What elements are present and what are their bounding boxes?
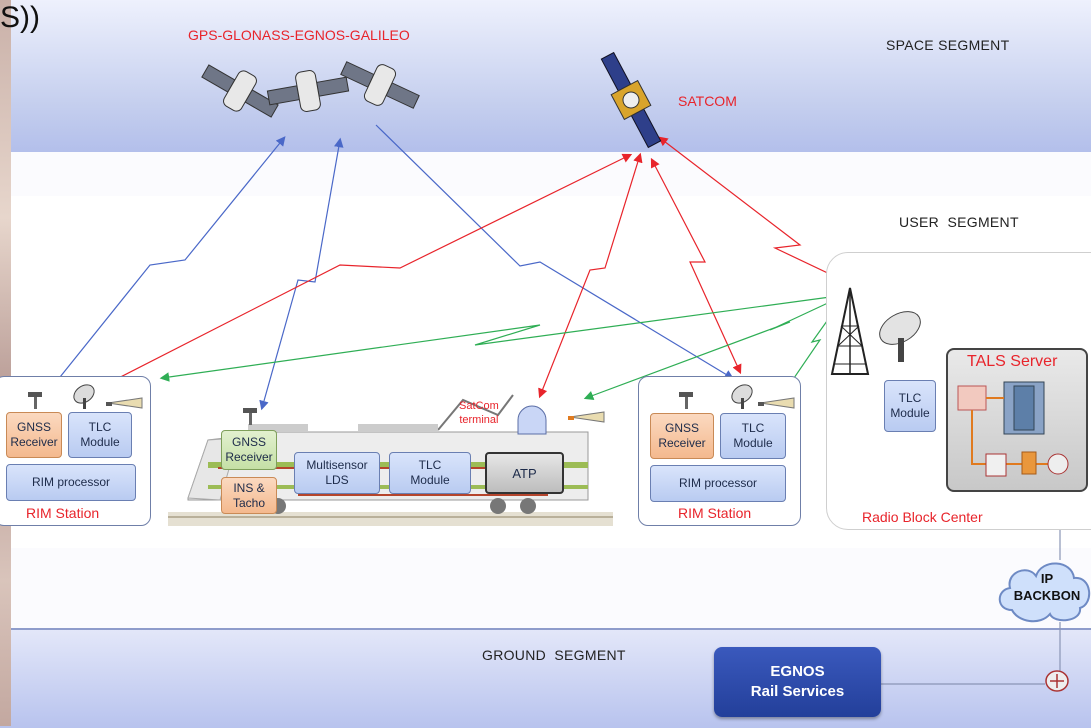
train-multisensor-lds: Multisensor LDS xyxy=(294,452,380,494)
ground-segment-band xyxy=(0,628,1091,728)
rim-left-title: RIM Station xyxy=(26,505,100,521)
ground-segment-title: GROUND SEGMENT xyxy=(482,647,626,663)
train-satcom-dome-icon xyxy=(517,405,547,435)
satcom-link-rim-left xyxy=(92,153,633,392)
gnss-satellites-icon xyxy=(201,61,420,118)
rim-right-radio-antenna-icon xyxy=(758,397,795,409)
rim-right-title: RIM Station xyxy=(678,505,752,521)
corner-text: S)) xyxy=(0,1,40,34)
rbc-tower-icon xyxy=(830,287,870,375)
rim-left-radio-antenna-icon xyxy=(106,397,143,409)
rim-right-gnss-antenna-icon xyxy=(679,392,693,409)
ip-backbone-label: IP BACKBON xyxy=(1013,571,1081,603)
left-photo-strip xyxy=(0,0,11,726)
gnss-link-train xyxy=(259,137,344,411)
rbc-dish-icon xyxy=(879,311,921,362)
space-segment-title: SPACE SEGMENT xyxy=(886,37,1010,53)
router-icon xyxy=(1045,670,1069,692)
train-atp: ATP xyxy=(485,452,564,494)
user-ground-gap-band xyxy=(0,548,1091,628)
rim-left-dish-icon xyxy=(73,384,95,409)
egnos-rail-services: EGNOS Rail Services xyxy=(714,647,881,717)
tals-server-icons xyxy=(957,381,1069,477)
train-satcom-terminal-label: SatCom terminal xyxy=(459,400,499,426)
rim-right-processor: RIM processor xyxy=(650,465,786,502)
rim-left-processor: RIM processor xyxy=(6,464,136,501)
ip-backbone-cloud-icon xyxy=(998,562,1090,623)
rim-left-gnss-receiver: GNSS Receiver xyxy=(6,412,62,458)
rim-left-tlc-module: TLC Module xyxy=(68,412,132,458)
constellation-label: GPS-GLONASS-EGNOS-GALILEO xyxy=(188,27,410,43)
rim-right-gnss-receiver: GNSS Receiver xyxy=(650,413,714,459)
rim-right-dish-icon xyxy=(731,384,753,409)
train-gnss-receiver: GNSS Receiver xyxy=(221,430,277,470)
rim-left-gnss-antenna-icon xyxy=(28,392,42,409)
satcom-label: SATCOM xyxy=(678,93,737,109)
rbc-title: Radio Block Center xyxy=(862,509,983,525)
train-gnss-antenna-icon xyxy=(243,408,257,425)
satcom-link-rim-right xyxy=(650,157,742,375)
satcom-link-train xyxy=(538,152,643,399)
tals-server-title: TALS Server xyxy=(967,353,1058,370)
radio-link-rim-left xyxy=(159,291,848,382)
train-ins-tacho: INS & Tacho xyxy=(221,477,277,514)
rbc-tlc-module: TLC Module xyxy=(884,380,936,432)
user-segment-title: USER SEGMENT xyxy=(899,214,1019,230)
train-tlc-module: TLC Module xyxy=(389,452,471,494)
rim-right-tlc-module: TLC Module xyxy=(720,413,786,459)
train-radio-antenna-icon xyxy=(568,411,605,423)
satcom-satellite-icon xyxy=(600,51,662,149)
